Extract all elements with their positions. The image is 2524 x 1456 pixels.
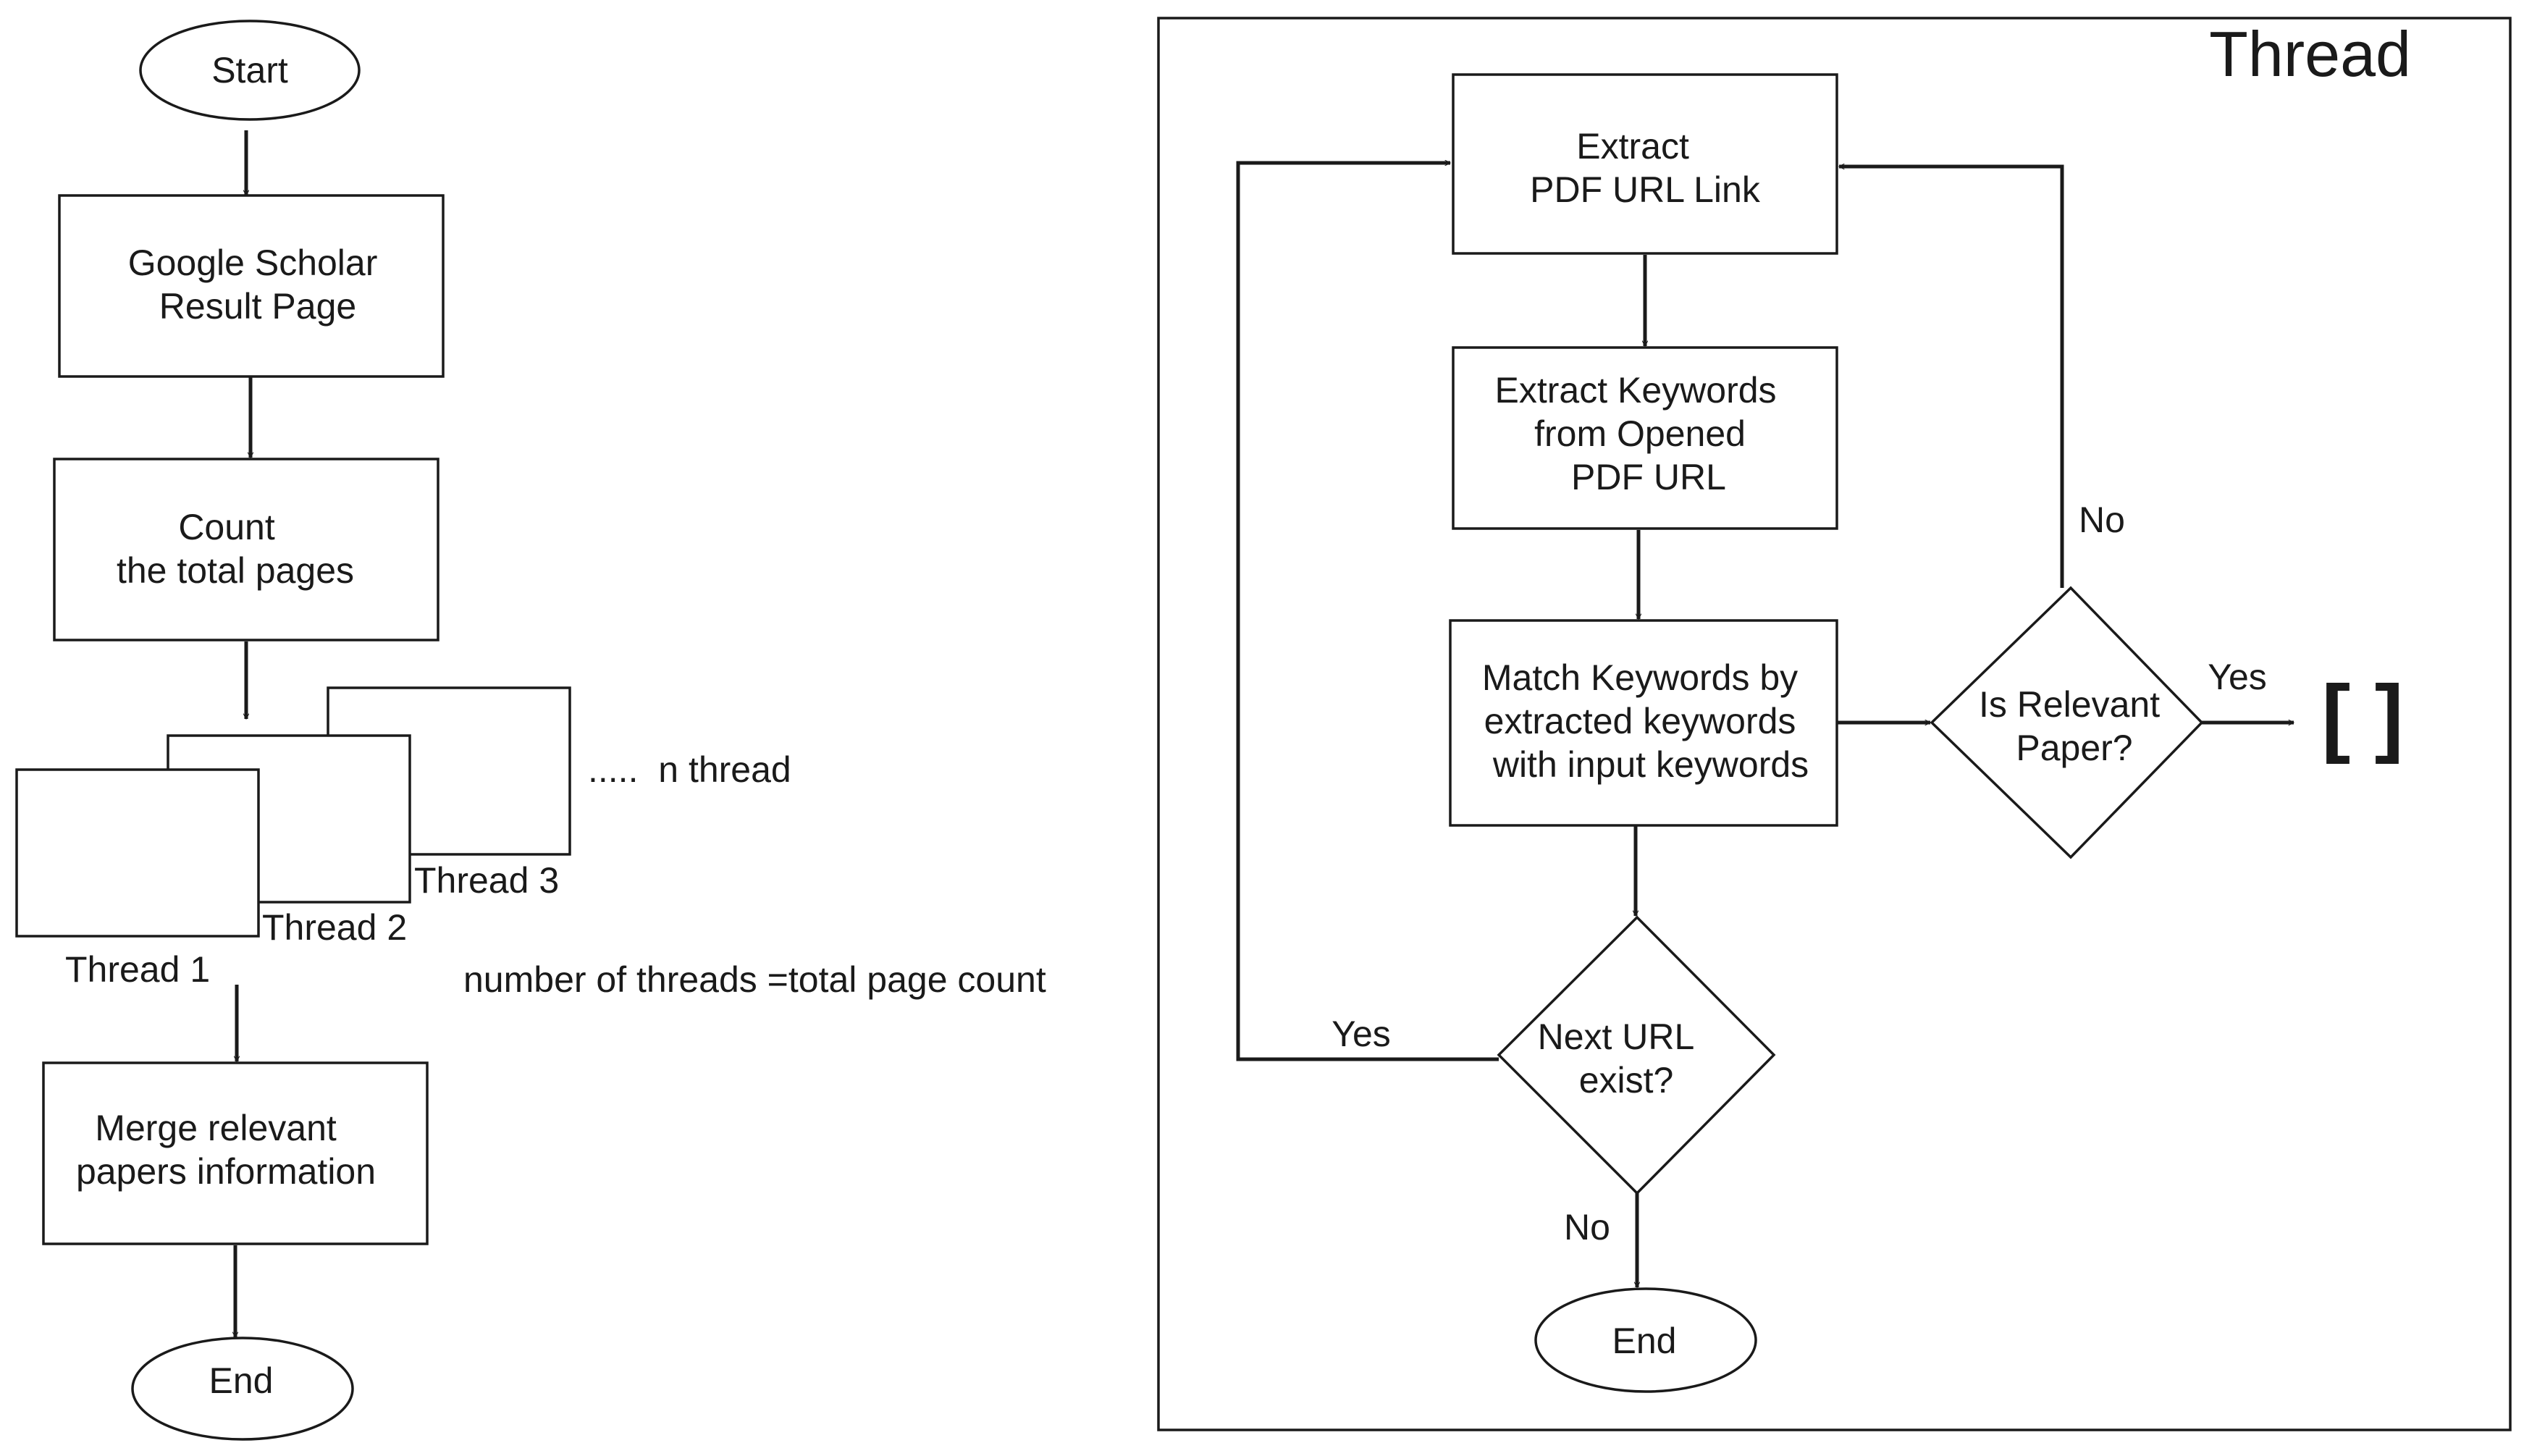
match-keywords-node: Match Keywords by extracted keywords wit… [1449,619,1838,827]
start-label: Start [211,50,288,91]
is-relevant-decision: Is Relevant Paper? [1930,586,2204,859]
is-relevant-label: Is Relevant Paper? [1979,684,2170,768]
yes-next-label: Yes [1332,1014,1391,1054]
thread-end-node: End [1534,1287,1757,1393]
extract-keywords-node: Extract Keywords from Opened PDF URL [1452,346,1838,530]
thread-3-label: Thread 3 [414,860,559,901]
yes-relevant-label: Yes [2208,657,2267,697]
no-next-label: No [1564,1207,1610,1247]
thread-1-box [15,768,260,938]
arrow-relevant-no [1839,167,2064,588]
thread-panel-frame [1157,17,2512,1431]
match-keywords-label: Match Keywords by extracted keywords wit… [1482,657,1809,785]
start-node: Start [139,20,361,121]
thread-1-label: Thread 1 [65,949,210,990]
thread-2-label: Thread 2 [262,907,407,948]
thread-boxes: Thread 3 Thread 2 Thread 1 ..... n threa… [15,686,791,990]
thread-end-label: End [1612,1321,1677,1361]
extract-pdf-label: Extract PDF URL Link [1530,126,1761,210]
next-url-decision: Next URL exist? [1497,915,1776,1195]
results-page-label: Google Scholar Result Page [128,243,388,327]
arrow-next-yes [1236,163,1499,1061]
extract-keywords-label: Extract Keywords from Opened PDF URL [1495,370,1787,497]
extract-pdf-node: Extract PDF URL Link [1452,73,1838,255]
no-relevant-label: No [2079,500,2125,540]
next-url-label: Next URL exist? [1538,1017,1704,1101]
results-page-node: Google Scholar Result Page [58,194,445,378]
n-thread-label: ..... n thread [588,749,791,790]
threads-note: number of threads =total page count [463,959,1046,1000]
end-label: End [209,1360,274,1401]
end-node: End [131,1337,354,1441]
result-list-brackets: [ ] [2321,668,2403,765]
thread-panel-title: Thread [2209,18,2411,90]
merge-label: Merge relevant papers information [76,1108,376,1192]
count-pages-node: Count the total pages [53,458,439,641]
merge-node: Merge relevant papers information [42,1061,429,1245]
count-pages-label: Count the total pages [117,507,354,591]
